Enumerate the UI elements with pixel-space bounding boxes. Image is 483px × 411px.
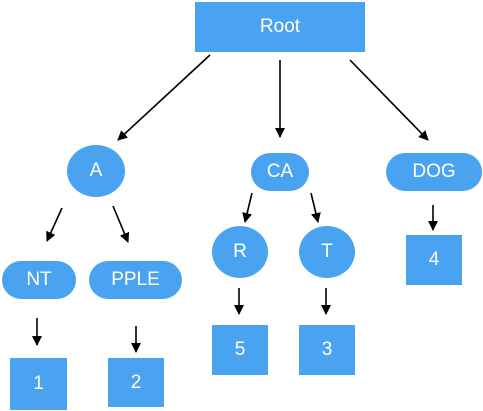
- leaf-2: 2: [108, 358, 164, 407]
- node-ca: CA: [251, 153, 309, 191]
- node-pple: PPLE: [89, 261, 182, 299]
- node-t: T: [299, 226, 355, 278]
- edge-ca-to-r: [242, 192, 253, 223]
- edge-root-to-a: [117, 54, 211, 141]
- edge-a-to-pple: [112, 205, 130, 243]
- node-r: R: [212, 226, 268, 278]
- node-nt: NT: [2, 261, 76, 299]
- leaf-5: 5: [212, 325, 268, 375]
- node-a: A: [67, 145, 125, 197]
- leaf-3: 3: [299, 325, 355, 375]
- leaf-4: 4: [406, 235, 462, 285]
- edge-a-to-nt: [46, 207, 63, 242]
- node-root: Root: [195, 2, 365, 52]
- edge-ca-to-t: [310, 192, 321, 223]
- edge-root-to-dog: [349, 59, 429, 141]
- node-dog: DOG: [386, 153, 482, 191]
- leaf-1: 1: [10, 358, 67, 410]
